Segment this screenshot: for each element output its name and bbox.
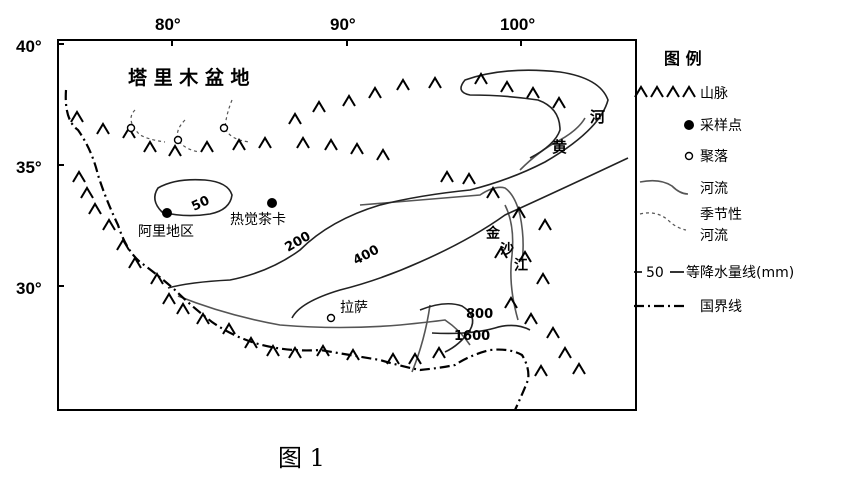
jinsha-label-1: 金 — [485, 225, 501, 242]
lon-tick-90: 90° — [330, 15, 356, 34]
legend-seasonal-river-icon — [639, 212, 687, 231]
legend-title: 图 例 — [664, 49, 702, 68]
legend-seasonal-label-1: 季节性 — [700, 207, 742, 223]
figure-caption: 图 1 — [278, 444, 325, 472]
isohyets — [154, 69, 629, 353]
yellow-river-label-1: 河 — [590, 108, 605, 126]
lon-tick-marks — [58, 40, 522, 287]
legend-isohyet-value: 50 — [646, 265, 664, 281]
settlement-icon — [126, 123, 136, 133]
legend-river-label: 河流 — [700, 181, 728, 197]
legend-mountain-icon — [634, 86, 696, 98]
legend-settlement-label: 聚落 — [700, 149, 728, 165]
reijue-sample-point-icon — [267, 198, 277, 208]
lat-tick-40: 40° — [16, 37, 42, 56]
legend-settlement-icon — [684, 151, 694, 161]
legend-sample-label: 采样点 — [700, 118, 742, 134]
legend-seasonal-label-2: 河流 — [700, 228, 728, 244]
lat-tick-35: 35° — [16, 158, 42, 177]
isohyet-label-1600: 1600 — [454, 329, 490, 344]
legend-river-icon — [639, 179, 689, 195]
reijue-chaka-label: 热觉茶卡 — [230, 212, 286, 228]
lhasa-label: 拉萨 — [340, 300, 368, 316]
lon-tick-100: 100° — [500, 15, 535, 34]
settlements — [126, 123, 336, 323]
settlement-icon — [219, 123, 229, 133]
isohyet-label-50: 50 — [189, 193, 212, 214]
tarim-basin-label: 塔 里 木 盆 地 — [128, 66, 249, 89]
legend-border-label: 国界线 — [700, 299, 742, 315]
yellow-river-label-2: 黄 — [552, 138, 567, 156]
jinsha-label-3: 江 — [514, 257, 528, 274]
rivers — [177, 117, 586, 373]
lat-tick-30: 30° — [16, 279, 42, 298]
lhasa-settlement-icon — [326, 313, 336, 323]
settlement-icon — [173, 135, 183, 145]
legend-isohyet-label: 等降水量线(mm) — [686, 264, 794, 281]
legend: 图 例 山脉 采样点 聚落 河流 季节性 河流 50 等降水量线(mm) 国界线 — [634, 49, 794, 315]
jinsha-label-2: 沙 — [500, 242, 514, 258]
lon-tick-80: 80° — [155, 15, 181, 34]
national-border — [64, 89, 530, 411]
legend-mountain-label: 山脉 — [700, 86, 728, 102]
map-frame — [57, 39, 637, 411]
isohyet-label-800: 800 — [466, 307, 493, 322]
ali-sample-point-icon — [162, 208, 172, 218]
legend-sample-point-icon — [684, 120, 694, 130]
ali-label: 阿里地区 — [138, 224, 194, 240]
